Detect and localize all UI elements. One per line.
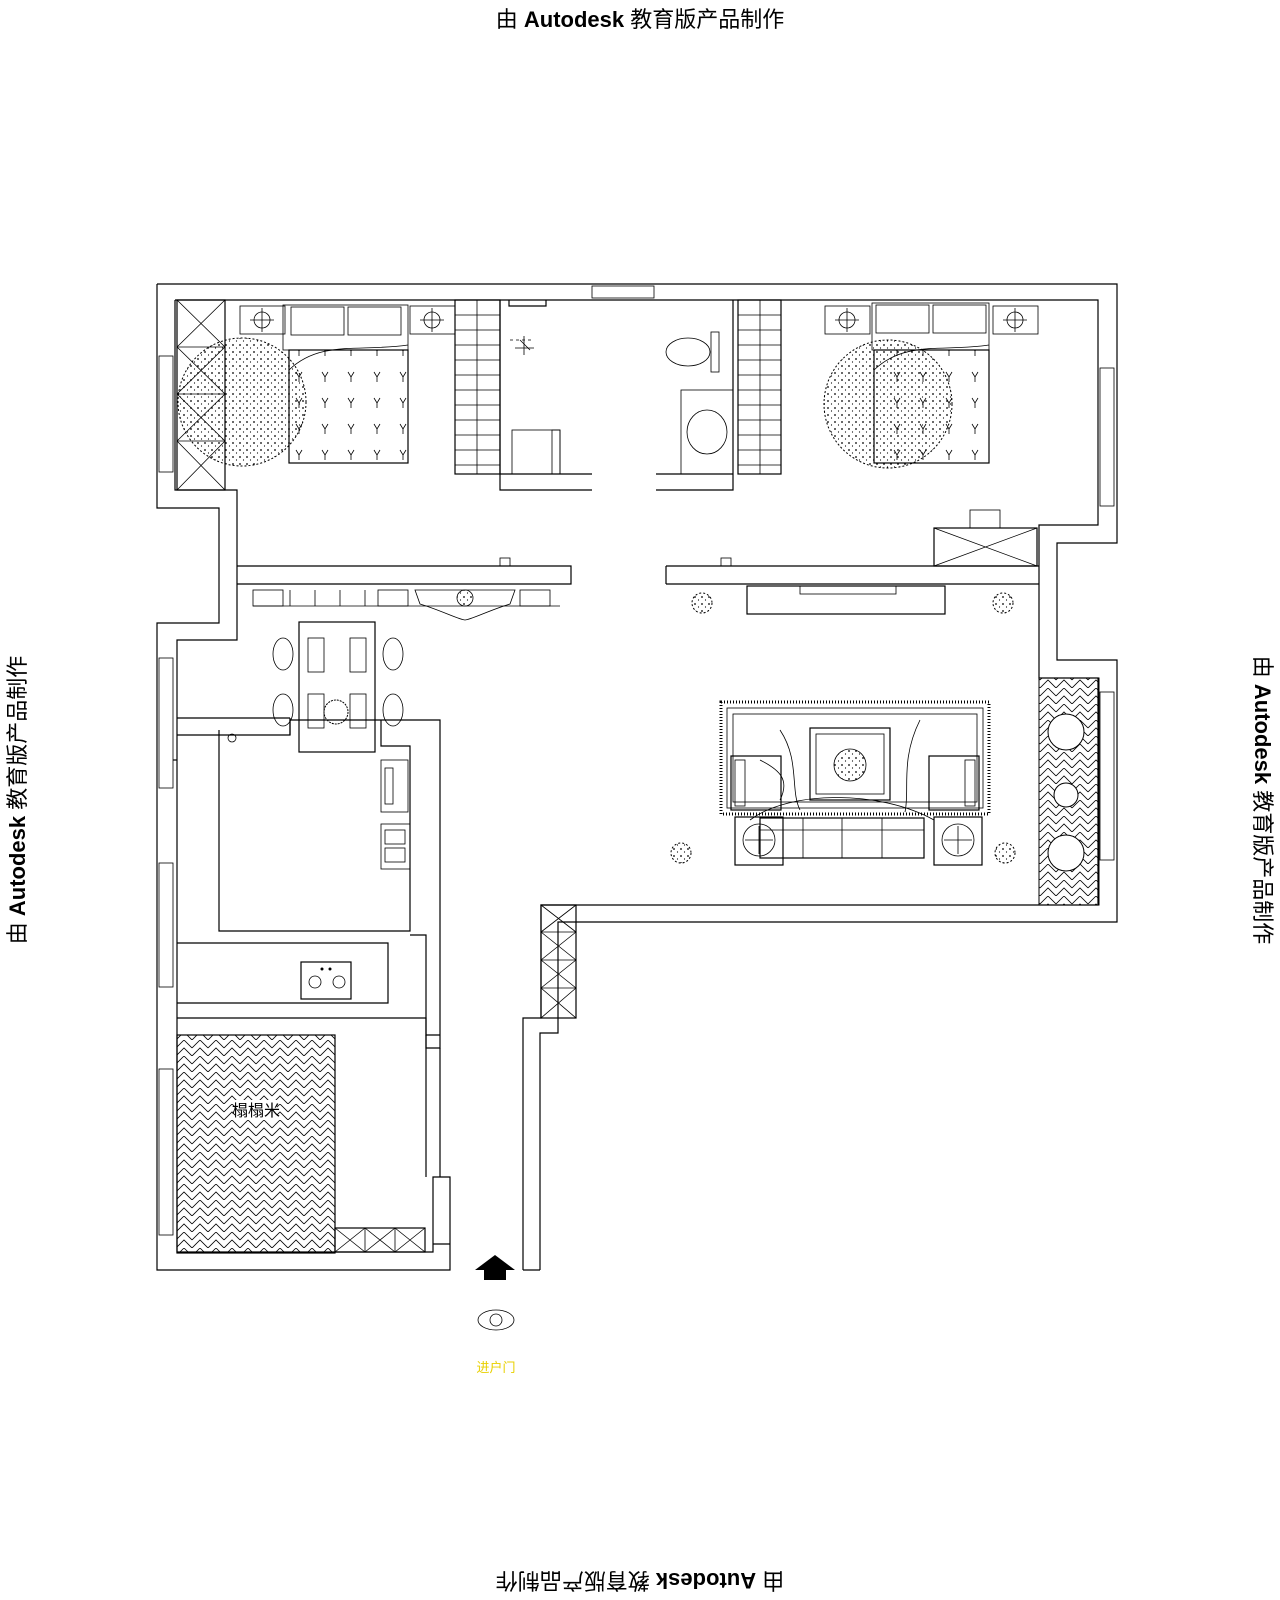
bathroom [510, 331, 734, 475]
entrance-arrow-icon [475, 1255, 515, 1280]
nightstand-left [239, 305, 286, 335]
shoe-cabinet [540, 904, 577, 1019]
tatami-floor [176, 1034, 336, 1254]
bedroom-right [737, 299, 1039, 567]
dining-table [298, 621, 376, 753]
dining-area [252, 589, 560, 753]
kitchen-sink-icon [380, 823, 411, 870]
coffee-table [809, 727, 891, 801]
closet-right [737, 299, 782, 475]
armchair-left [730, 755, 782, 811]
fridge-icon [380, 759, 409, 813]
windows [158, 285, 1115, 1236]
tv-cabinet [746, 585, 946, 615]
console-table [414, 589, 516, 621]
tatami-room: 榻榻米 [176, 1034, 426, 1254]
closet-left [454, 299, 501, 475]
living-rug [719, 700, 991, 816]
round-rug [177, 337, 307, 467]
tatami-cabinet [334, 1227, 426, 1253]
bed-left [288, 349, 409, 464]
tatami-label: 榻榻米 [232, 1102, 280, 1120]
bed-right [873, 349, 990, 464]
kitchen [177, 720, 411, 1004]
entrance-label: 进户门 [476, 1360, 515, 1375]
person-icon [477, 1309, 515, 1331]
entrance: 进户门 [475, 1255, 516, 1375]
armchair-right [928, 755, 980, 811]
sink-icon [686, 409, 728, 455]
stove-icon [300, 961, 352, 1000]
bath-cabinet [511, 429, 561, 475]
side-table-right [933, 816, 983, 866]
toilet-icon [665, 337, 711, 367]
watermark-top: 由 Autodesk 教育版产品制作 [495, 7, 785, 32]
side-table-left [734, 816, 784, 866]
bedroom-left [176, 299, 501, 491]
living-room [540, 585, 1100, 1019]
